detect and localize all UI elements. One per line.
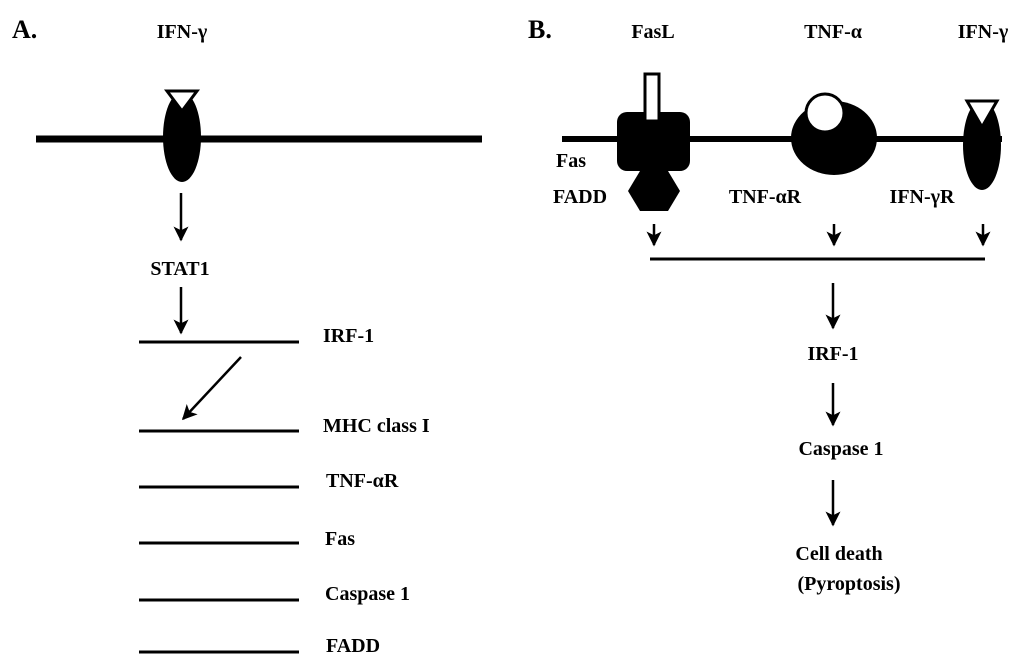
- panel-b-tnf-alpha-receptor-label: TNF-αR: [729, 186, 802, 208]
- panel-b-outcome-line2: (Pyroptosis): [798, 573, 901, 595]
- panel-b-fasl-label: FasL: [631, 21, 674, 43]
- panel-a-ifn-gamma-label: IFN-γ: [157, 21, 208, 43]
- panel-b-tnf-alpha-ligand-icon: [804, 92, 846, 134]
- panel-b-ifn-gamma-receptor-label: IFN-γR: [890, 186, 955, 208]
- panel-a-ifn-gamma-receptor-icon: [163, 92, 201, 182]
- panel-b: B. FasL TNF-α IFN-γ Fas FADD TNF-αR IFN-…: [528, 15, 1009, 595]
- panel-a-gene-label: IRF-1: [323, 325, 374, 347]
- panel-a-gene-label: Caspase 1: [325, 583, 410, 605]
- panel-a-gene-label: FADD: [326, 635, 380, 657]
- panel-b-pathway-label: IRF-1: [807, 343, 858, 365]
- panel-b-label: B.: [528, 15, 552, 44]
- panel-a-gene-label: MHC class I: [323, 415, 430, 437]
- panel-b-fas-receptor-icon: [617, 112, 690, 171]
- panel-b-fadd-icon: [628, 171, 680, 211]
- panel-b-fasl-ligand-icon: [643, 72, 661, 123]
- panel-a-arrow-irf1-mhc: [181, 356, 242, 421]
- panel-a-label: A.: [12, 15, 37, 44]
- panel-b-ifn-gamma-ligand-icon: [964, 99, 1000, 131]
- panel-b-fas-label: Fas: [556, 150, 586, 172]
- panel-b-tnf-alpha-label: TNF-α: [804, 21, 862, 43]
- panel-b-pathway-label: Caspase 1: [798, 438, 883, 460]
- panel-b-outcome-line1: Cell death: [795, 543, 882, 565]
- panel-a-gene-label: Fas: [325, 528, 355, 550]
- panel-b-ifn-gamma-receptor-icon: [963, 100, 1001, 190]
- panel-b-fadd-label: FADD: [553, 186, 607, 208]
- panel-a: A. IFN-γ STAT1 IRF-1 MHC class I TNF-αR …: [12, 15, 482, 657]
- panel-a-stat1-label: STAT1: [150, 258, 209, 280]
- panel-a-gene-label: TNF-αR: [326, 470, 399, 492]
- panel-b-ifn-gamma-label: IFN-γ: [958, 21, 1009, 43]
- panel-a-ifn-gamma-ligand-icon: [164, 89, 200, 114]
